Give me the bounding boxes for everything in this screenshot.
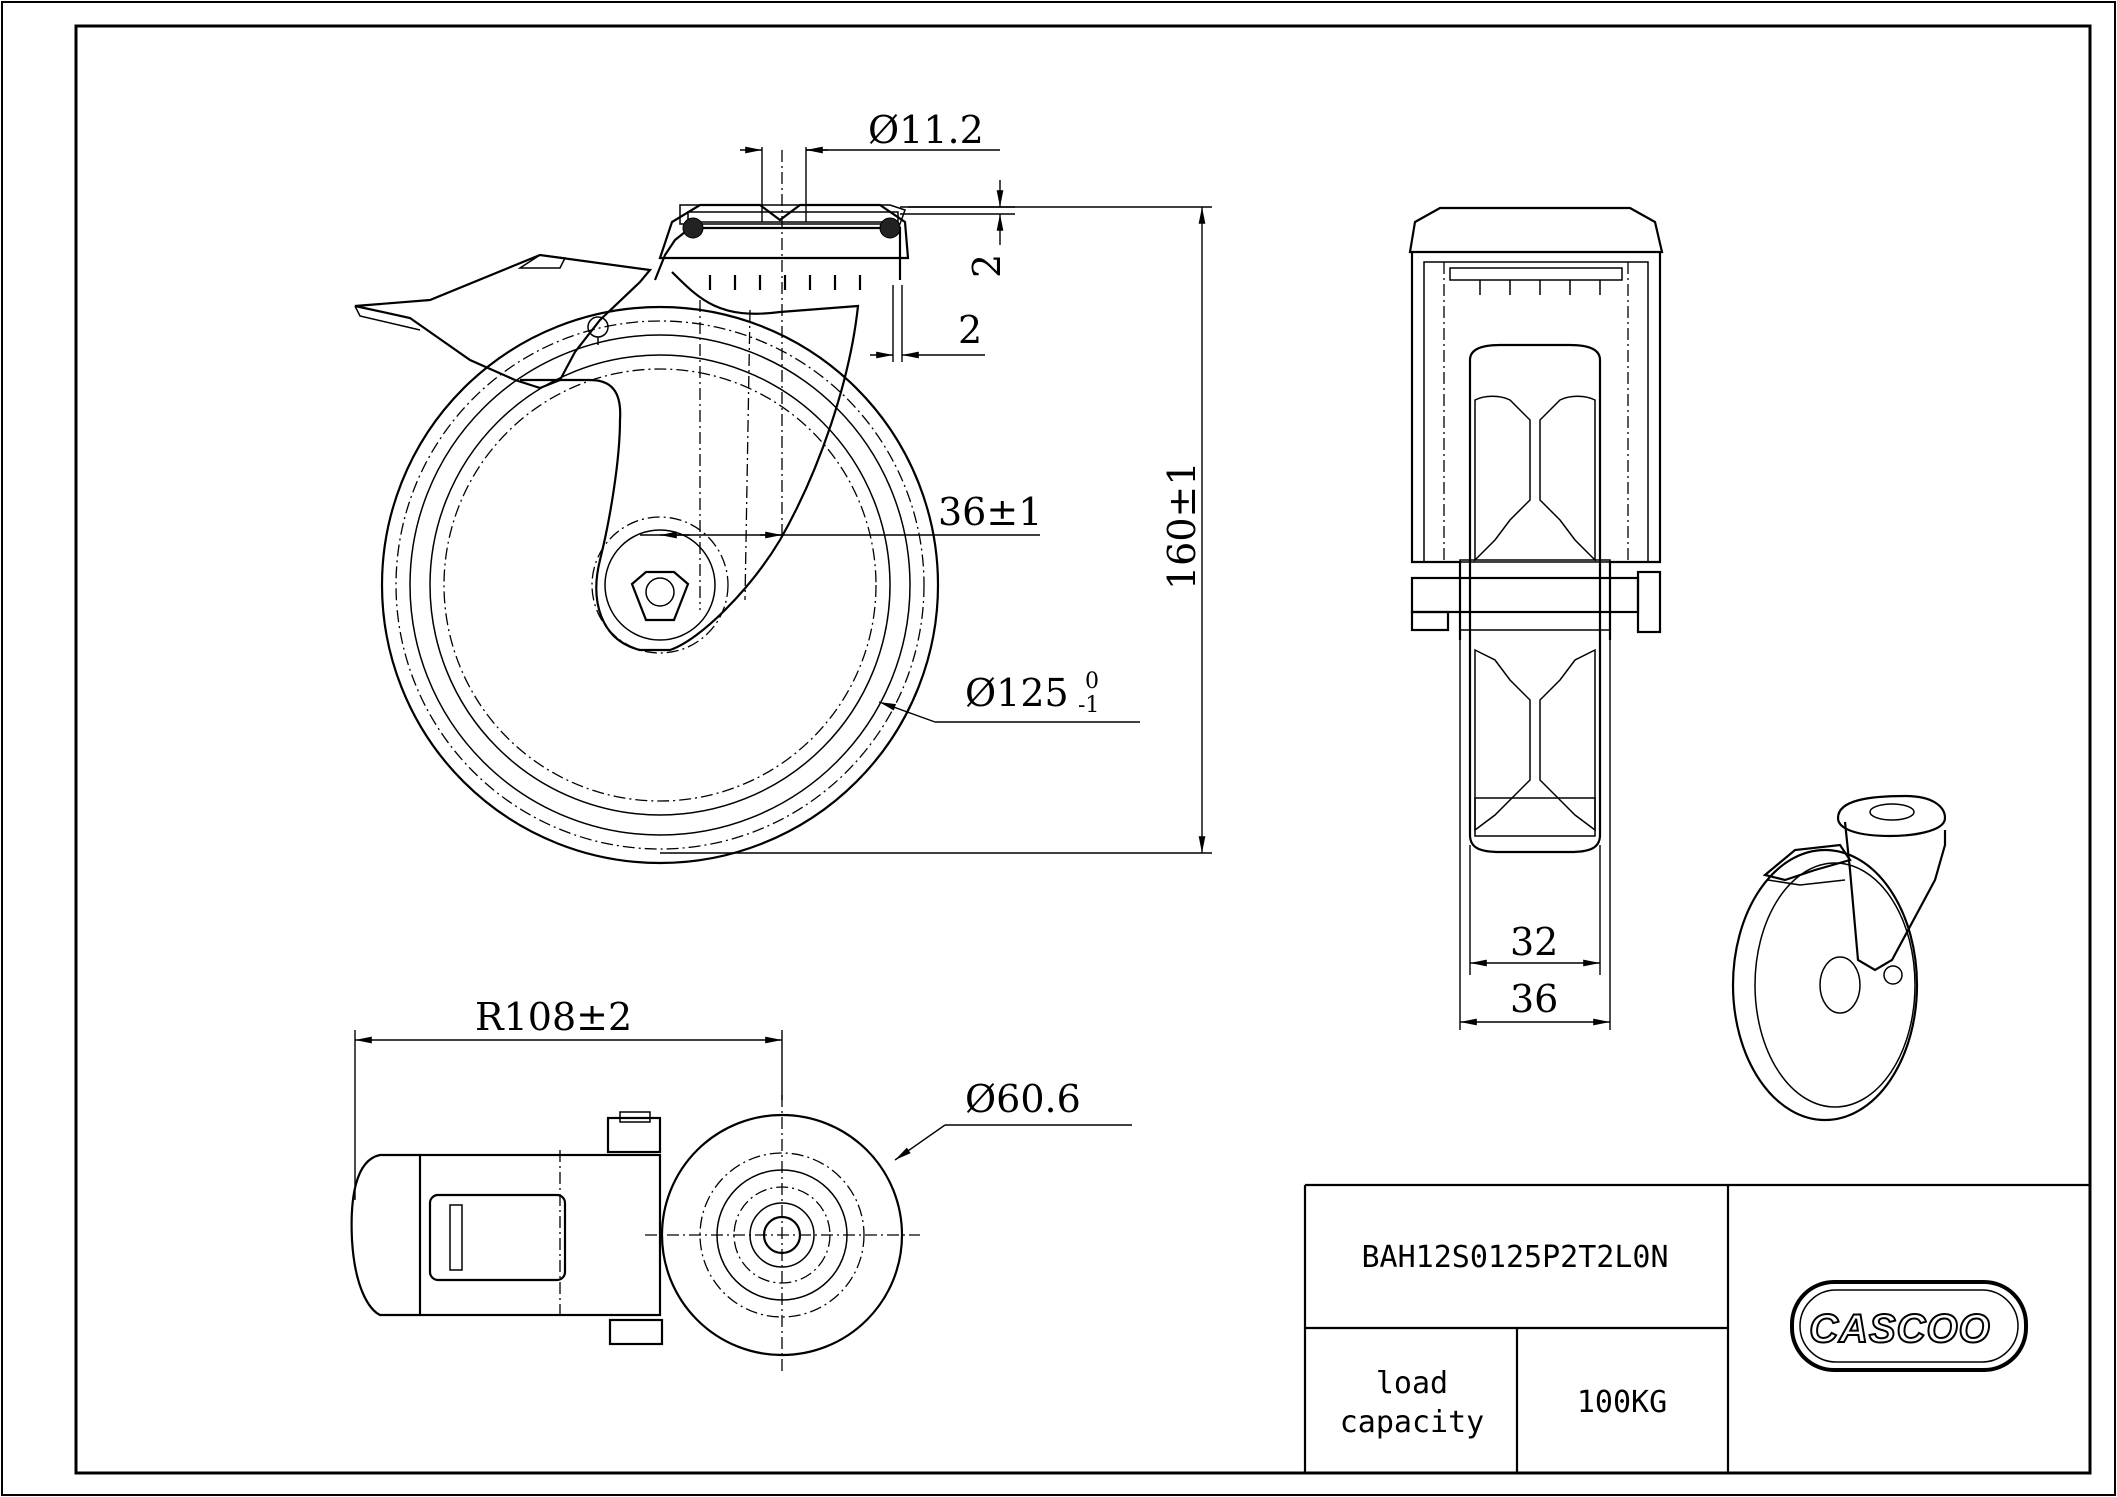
side-view-dimensions: Ø11.2 2 2 36±1 160±1 Ø125 0 -1: [640, 108, 1212, 854]
dim-swivel-radius: R108±2: [475, 995, 632, 1039]
front-view: [1408, 206, 1664, 854]
brand-logo: CASCOO: [1790, 1280, 2028, 1372]
top-view: [350, 1095, 920, 1375]
load-label-line1: load: [1376, 1366, 1448, 1401]
dim-bracket-width: 36: [1510, 977, 1558, 1021]
load-label-line2: capacity: [1340, 1405, 1485, 1440]
dim-overall-height: 160±1: [1160, 461, 1204, 590]
dim-wheel-width: 32: [1510, 920, 1558, 964]
dim-wheel-tol-upper: 0: [1085, 669, 1099, 694]
dim-wheel-diameter: Ø125: [965, 671, 1069, 715]
dim-offset: 36±1: [938, 490, 1042, 534]
dim-swivel-clearance: 2: [958, 308, 982, 352]
dim-head-diameter: Ø60.6: [965, 1077, 1081, 1121]
dim-bolt-hole: Ø11.2: [868, 108, 984, 152]
drawing-frame: [74, 24, 2092, 1475]
load-value: 100KG: [1577, 1385, 1667, 1420]
top-view-dimensions: R108±2 Ø60.6: [354, 995, 1132, 1200]
dim-wheel-tol-lower: -1: [1078, 693, 1099, 718]
dim-plate-height: 2: [965, 254, 1009, 278]
front-view-dimensions: 32 36: [1459, 640, 1611, 1030]
title-block: BAH12S0125P2T2L0N load capacity 100KG CA…: [1303, 1183, 2090, 1473]
isometric-view: [1731, 794, 1947, 1122]
side-view: [354, 150, 940, 865]
brand-name: CASCOO: [1809, 1307, 1991, 1351]
part-number: BAH12S0125P2T2L0N: [1361, 1240, 1668, 1275]
